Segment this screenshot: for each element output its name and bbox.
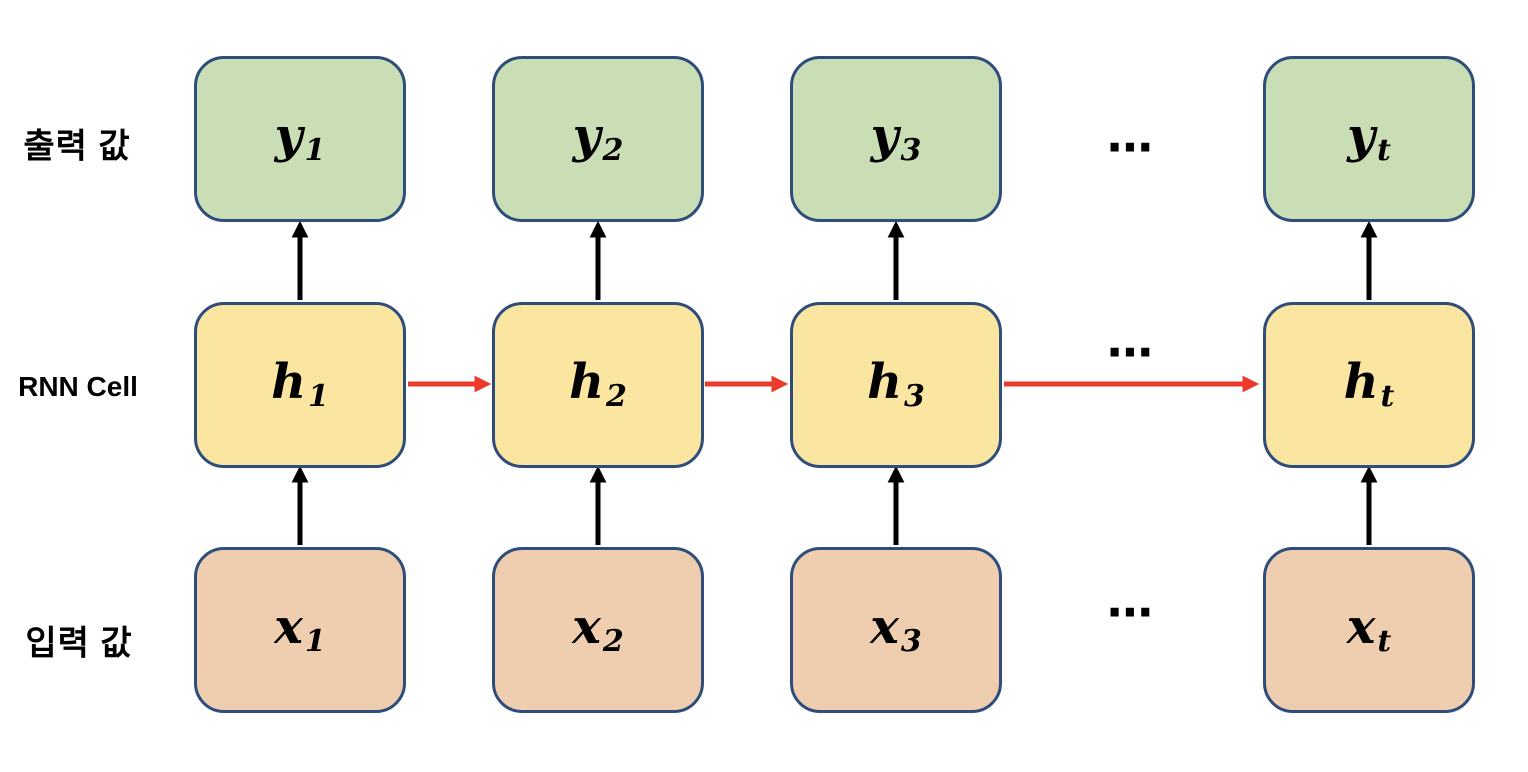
rnn-cell-row-label: RNN Cell <box>18 371 138 402</box>
node-y1-label: y1 <box>274 107 326 169</box>
input-row-label: 입력 값 <box>25 624 133 663</box>
ellipsis-hidden-row: ⋯ <box>1107 325 1153 379</box>
ellipsis-input-row: ⋯ <box>1107 585 1153 639</box>
ellipsis-output-row: ⋯ <box>1107 120 1153 174</box>
node-ht: ht <box>1263 302 1475 468</box>
node-x1-label: x1 <box>274 598 326 660</box>
node-x2-label: x2 <box>572 598 624 660</box>
node-h1: h1 <box>194 302 406 468</box>
node-h2: h2 <box>492 302 704 468</box>
output-row-label: 출력 값 <box>23 127 131 166</box>
node-x3: x3 <box>790 547 1002 713</box>
node-h3: h3 <box>790 302 1002 468</box>
node-h2-label: h2 <box>569 353 627 415</box>
node-y3: y3 <box>790 56 1002 222</box>
node-xt-label: xt <box>1346 598 1392 660</box>
node-h3-label: h3 <box>867 353 925 415</box>
node-x1: x1 <box>194 547 406 713</box>
node-x2: x2 <box>492 547 704 713</box>
node-y1: y1 <box>194 56 406 222</box>
node-x3-label: x3 <box>870 598 922 660</box>
node-y2-label: y2 <box>572 107 624 169</box>
node-y2: y2 <box>492 56 704 222</box>
node-y3-label: y3 <box>870 107 922 169</box>
node-yt: yt <box>1263 56 1475 222</box>
node-yt-label: yt <box>1347 107 1391 169</box>
node-ht-label: ht <box>1343 353 1395 415</box>
node-h1-label: h1 <box>271 353 329 415</box>
node-xt: xt <box>1263 547 1475 713</box>
